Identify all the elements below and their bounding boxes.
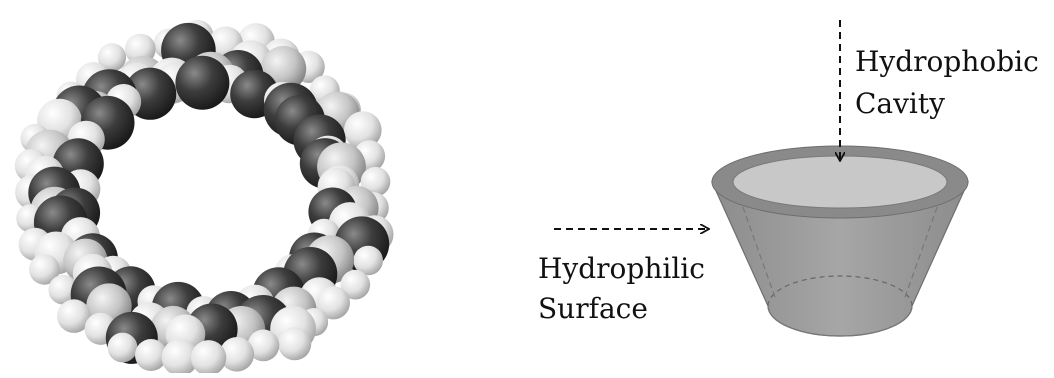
cavity-label-line1: Hydrophobic bbox=[855, 45, 1039, 78]
cone-bottom-back-edge bbox=[767, 275, 913, 307]
surface-label-line1: Hydrophilic bbox=[538, 252, 705, 285]
molecule-model bbox=[14, 19, 394, 376]
hydrogen-atom bbox=[161, 338, 199, 376]
hydrogen-atom bbox=[57, 299, 91, 333]
hydrogen-atom bbox=[135, 339, 167, 371]
hydrogen-atom bbox=[107, 332, 138, 363]
hydrogen-atom bbox=[340, 269, 371, 300]
hydrogen-atom bbox=[29, 254, 60, 285]
hydrogen-atom bbox=[48, 274, 78, 305]
hydrogen-atom bbox=[344, 111, 382, 149]
surface-label-line2: Surface bbox=[538, 292, 648, 325]
cone-cavity-opening bbox=[732, 155, 948, 209]
cone-schematic bbox=[711, 145, 969, 337]
carbon-atom bbox=[175, 55, 230, 110]
hydrogen-atom bbox=[219, 337, 255, 372]
hydrogen-atom bbox=[360, 166, 391, 197]
hydrogen-atom bbox=[278, 327, 312, 361]
hydrogen-atom bbox=[247, 329, 280, 362]
hydrogen-atom bbox=[316, 286, 350, 320]
cone-bottom-front-edge bbox=[767, 305, 913, 337]
hydrogen-atom bbox=[97, 43, 127, 72]
hydrogen-atom bbox=[190, 340, 227, 376]
cavity-label-line2: Cavity bbox=[855, 87, 945, 120]
hydrogen-atom bbox=[353, 245, 384, 276]
